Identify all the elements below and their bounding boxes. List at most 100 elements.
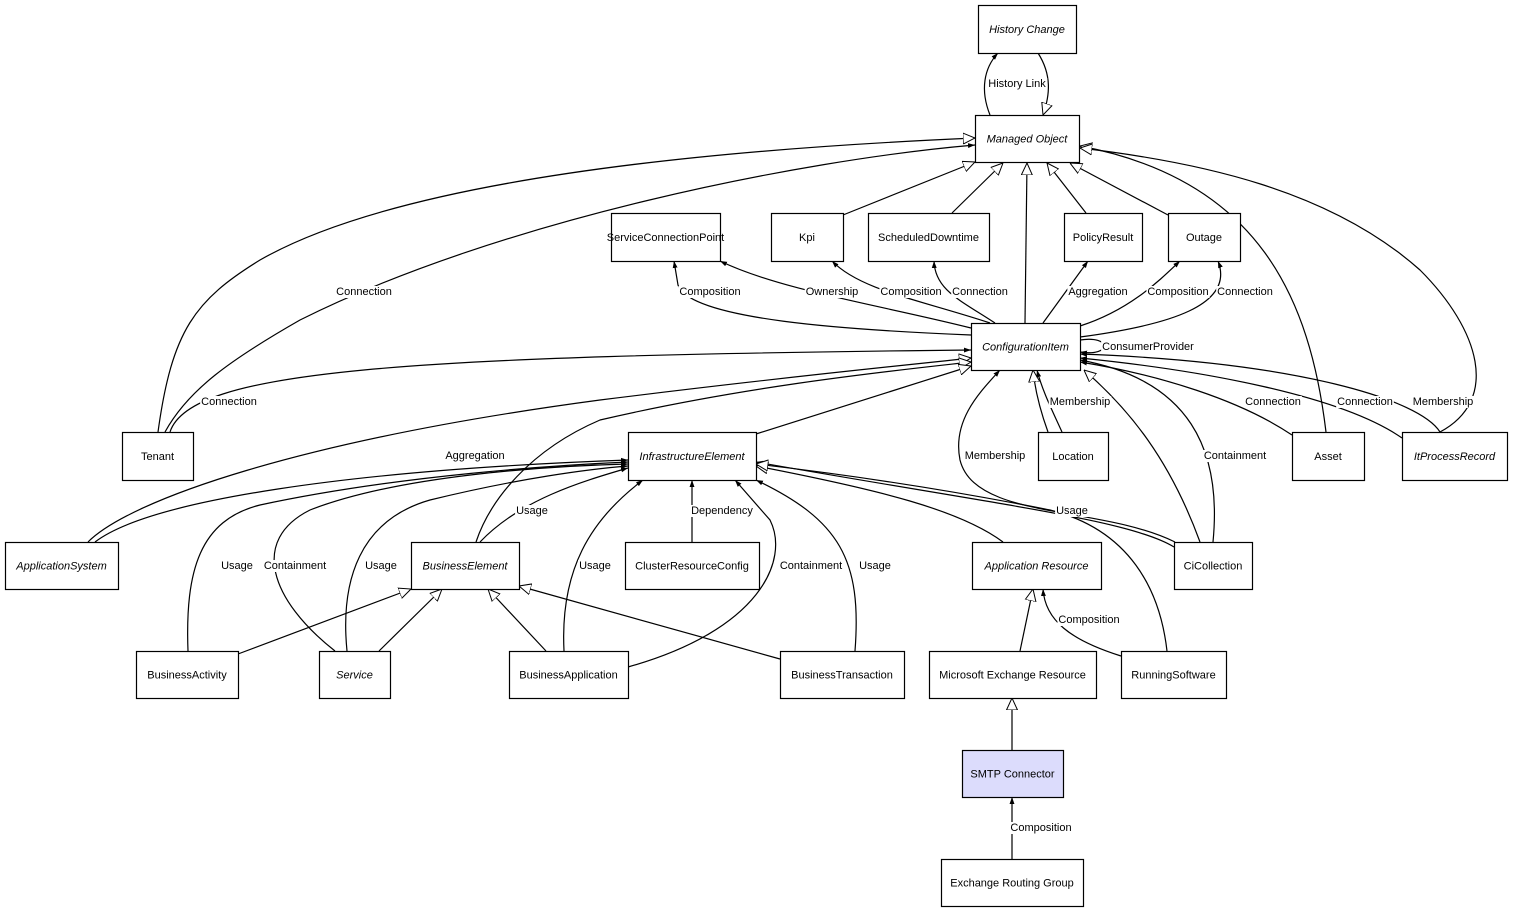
edge-label-background bbox=[1009, 822, 1073, 834]
association-edge-asset-to-configuration-item bbox=[1079, 360, 1293, 436]
association-edge-configuration-item-to-outage bbox=[1079, 260, 1181, 327]
class-node-configuration-item[interactable]: ConfigurationItem bbox=[970, 322, 1082, 372]
association-edge-business-application-to-infrastructure-element bbox=[563, 479, 644, 652]
edge-label-dependency: Dependency bbox=[691, 505, 753, 517]
class-node-business-transaction[interactable]: BusinessTransaction bbox=[779, 650, 906, 700]
class-name: History Change bbox=[989, 24, 1065, 36]
edge-label-background bbox=[220, 560, 254, 572]
class-box bbox=[977, 4, 1078, 55]
class-name: Asset bbox=[1314, 451, 1342, 463]
class-box bbox=[135, 650, 240, 700]
inheritance-edge-service-to-business-element bbox=[378, 589, 442, 652]
class-box bbox=[770, 212, 845, 263]
class-node-microsoft-exchange-resource[interactable]: Microsoft Exchange Resource bbox=[928, 650, 1098, 700]
edge-label-usage: Usage bbox=[365, 560, 397, 572]
class-node-infrastructure-element[interactable]: InfrastructureElement bbox=[627, 431, 758, 482]
class-node-location[interactable]: Location bbox=[1037, 431, 1110, 482]
edge-label-usage: Usage bbox=[1056, 505, 1088, 517]
association-edge-running-software-to-application-resource bbox=[1041, 588, 1122, 657]
class-name: Tenant bbox=[141, 451, 174, 463]
edge-label-background bbox=[364, 560, 398, 572]
edge-label-aggregation: Aggregation bbox=[1068, 286, 1127, 298]
edge-label-background bbox=[690, 505, 755, 517]
edge-label-background bbox=[804, 286, 860, 298]
class-node-business-activity[interactable]: BusinessActivity bbox=[135, 650, 240, 700]
class-box bbox=[970, 322, 1082, 372]
class-node-asset[interactable]: Asset bbox=[1291, 431, 1366, 482]
class-node-cluster-resource-config[interactable]: ClusterResourceConfig bbox=[624, 541, 761, 591]
class-node-history-change[interactable]: History Change bbox=[977, 4, 1078, 55]
edge-label-background bbox=[578, 560, 612, 572]
class-name: Exchange Routing Group bbox=[950, 878, 1074, 890]
edge-label-containment: Containment bbox=[264, 560, 326, 572]
association-edge-it-process-record-to-configuration-item bbox=[1079, 351, 1441, 433]
inheritance-edge-kpi-to-managed-object bbox=[842, 162, 975, 216]
class-box bbox=[971, 541, 1103, 591]
class-box bbox=[624, 541, 761, 591]
inheritance-edge-configuration-item-to-managed-object bbox=[1025, 163, 1027, 324]
edge-label-background bbox=[1101, 341, 1196, 353]
class-box bbox=[779, 650, 906, 700]
edge-label-background bbox=[987, 78, 1048, 90]
class-node-smtp-connector[interactable]: SMTP Connector bbox=[961, 749, 1065, 799]
class-name: Managed Object bbox=[987, 134, 1069, 146]
association-edge-tenant-to-managed-object bbox=[164, 143, 976, 433]
class-box bbox=[1120, 650, 1228, 700]
association-edge-service-to-infrastructure-element bbox=[345, 464, 629, 652]
class-box bbox=[940, 858, 1085, 908]
association-edge-business-element-to-infrastructure-element bbox=[479, 467, 629, 543]
class-node-ci-collection[interactable]: CiCollection bbox=[1173, 541, 1254, 591]
class-node-application-resource[interactable]: Application Resource bbox=[971, 541, 1103, 591]
class-name: BusinessActivity bbox=[147, 670, 227, 682]
inheritance-edge-microsoft-exchange-resource-to-application-resource bbox=[1019, 589, 1033, 652]
edge-label-connection: Connection bbox=[952, 286, 1008, 298]
class-node-business-element[interactable]: BusinessElement bbox=[410, 541, 521, 591]
class-name: ConfigurationItem bbox=[982, 342, 1069, 354]
edge-label-connection: Connection bbox=[1217, 286, 1273, 298]
class-box bbox=[610, 212, 722, 263]
class-name: RunningSoftware bbox=[1131, 670, 1215, 682]
edge-label-background bbox=[879, 286, 943, 298]
class-box bbox=[508, 650, 630, 700]
class-node-tenant[interactable]: Tenant bbox=[121, 431, 195, 482]
class-box bbox=[1063, 212, 1144, 263]
edge-label-consumer-provider: ConsumerProvider bbox=[1102, 341, 1194, 353]
class-node-managed-object[interactable]: Managed Object bbox=[974, 114, 1081, 164]
edge-label-connection: Connection bbox=[1245, 396, 1301, 408]
class-box bbox=[410, 541, 521, 591]
edge-label-background bbox=[1055, 505, 1089, 517]
edge-label-background bbox=[858, 560, 892, 572]
class-name: Kpi bbox=[799, 232, 815, 244]
class-node-business-application[interactable]: BusinessApplication bbox=[508, 650, 630, 700]
class-box bbox=[867, 212, 991, 263]
edge-label-connection: Connection bbox=[1337, 396, 1393, 408]
edge-label-background bbox=[262, 560, 328, 572]
class-node-it-process-record[interactable]: ItProcessRecord bbox=[1401, 431, 1509, 482]
class-node-policy-result[interactable]: PolicyResult bbox=[1063, 212, 1144, 263]
class-name: Service bbox=[336, 670, 373, 682]
association-edge-it-process-record-to-configuration-item bbox=[1079, 356, 1403, 439]
edge-label-composition: Composition bbox=[1058, 614, 1119, 626]
edge-label-background bbox=[963, 450, 1027, 462]
class-node-exchange-routing-group[interactable]: Exchange Routing Group bbox=[940, 858, 1085, 908]
class-node-service-connection-point[interactable]: ServiceConnectionPoint bbox=[607, 212, 724, 263]
inheritance-edge-policy-result-to-managed-object bbox=[1047, 163, 1087, 214]
class-node-kpi[interactable]: Kpi bbox=[770, 212, 845, 263]
association-edge-managed-object-to-history-change bbox=[983, 52, 999, 116]
edge-label-background bbox=[444, 450, 506, 462]
edge-label-usage: Usage bbox=[579, 560, 611, 572]
class-node-scheduled-downtime[interactable]: ScheduledDowntime bbox=[867, 212, 991, 263]
edge-label-background bbox=[515, 505, 549, 517]
class-node-service[interactable]: Service bbox=[318, 650, 392, 700]
edge-label-background bbox=[1244, 396, 1302, 408]
class-node-running-software[interactable]: RunningSoftware bbox=[1120, 650, 1228, 700]
edge-label-connection: Connection bbox=[336, 286, 392, 298]
class-box bbox=[1173, 541, 1254, 591]
association-edge-ci-collection-to-configuration-item bbox=[1079, 358, 1216, 543]
class-node-outage[interactable]: Outage bbox=[1167, 212, 1242, 263]
edge-label-background bbox=[951, 286, 1009, 298]
inheritance-edge-outage-to-managed-object bbox=[1070, 163, 1169, 216]
class-node-application-system[interactable]: ApplicationSystem bbox=[4, 541, 120, 591]
association-edge-service-to-infrastructure-element bbox=[273, 461, 629, 652]
class-name: PolicyResult bbox=[1073, 232, 1134, 244]
